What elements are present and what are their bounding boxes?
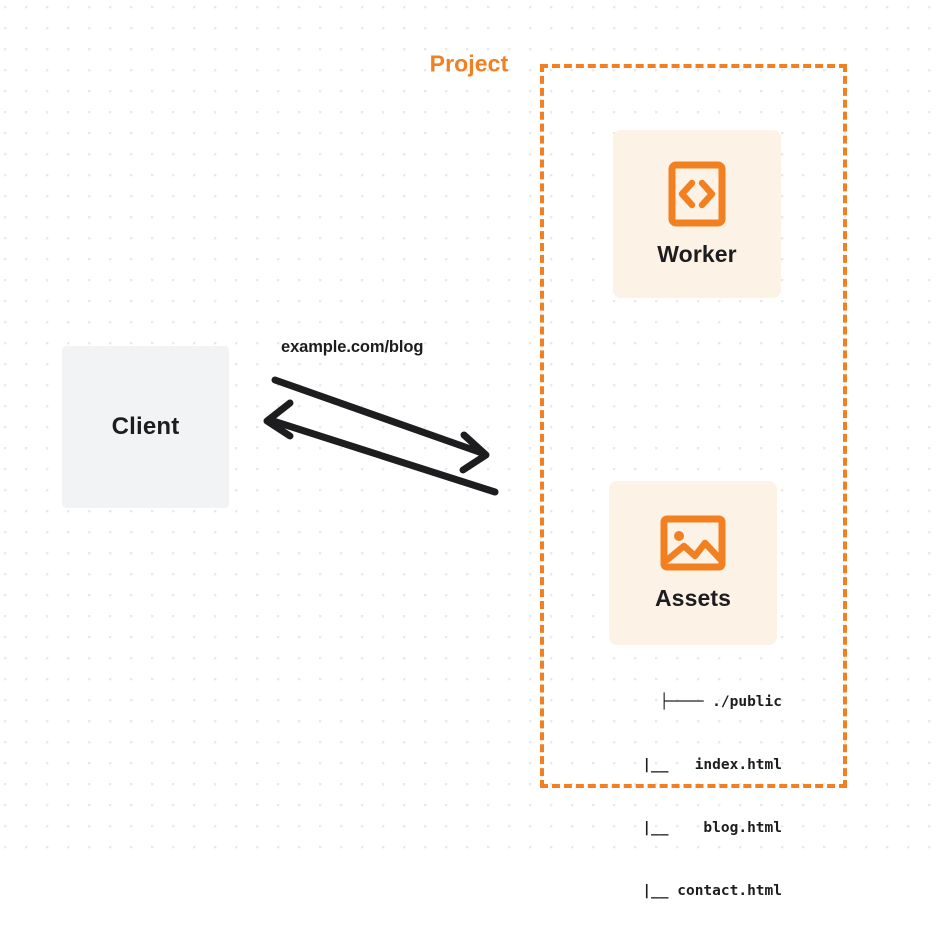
worker-node[interactable]: Worker (613, 130, 781, 298)
assets-label: Assets (654, 584, 732, 611)
image-picture-icon (660, 515, 726, 571)
arrow-right-icon (271, 376, 490, 474)
project-title: Project (429, 50, 509, 77)
file-tree-line: |__ blog.html (598, 820, 782, 836)
request-response-arrows (263, 376, 499, 496)
diagram-canvas: Client example.com/blog Project Worker (0, 0, 938, 899)
project-container (540, 64, 847, 788)
request-url-label: example.com/blog (281, 338, 424, 356)
file-tree-line: ├──── ./public (659, 694, 782, 710)
arrow-left-icon (263, 399, 499, 496)
file-tree-line: |__ contact.html (598, 883, 782, 899)
file-tree-line: |__ index.html (598, 757, 782, 773)
client-label: Client (111, 413, 180, 440)
worker-label: Worker (657, 240, 737, 267)
client-node[interactable]: Client (62, 346, 229, 508)
assets-file-tree: ├──── ./public |__ index.html |__ blog.h… (560, 650, 782, 944)
assets-node[interactable]: Assets (609, 481, 777, 645)
code-brackets-icon (668, 161, 726, 227)
